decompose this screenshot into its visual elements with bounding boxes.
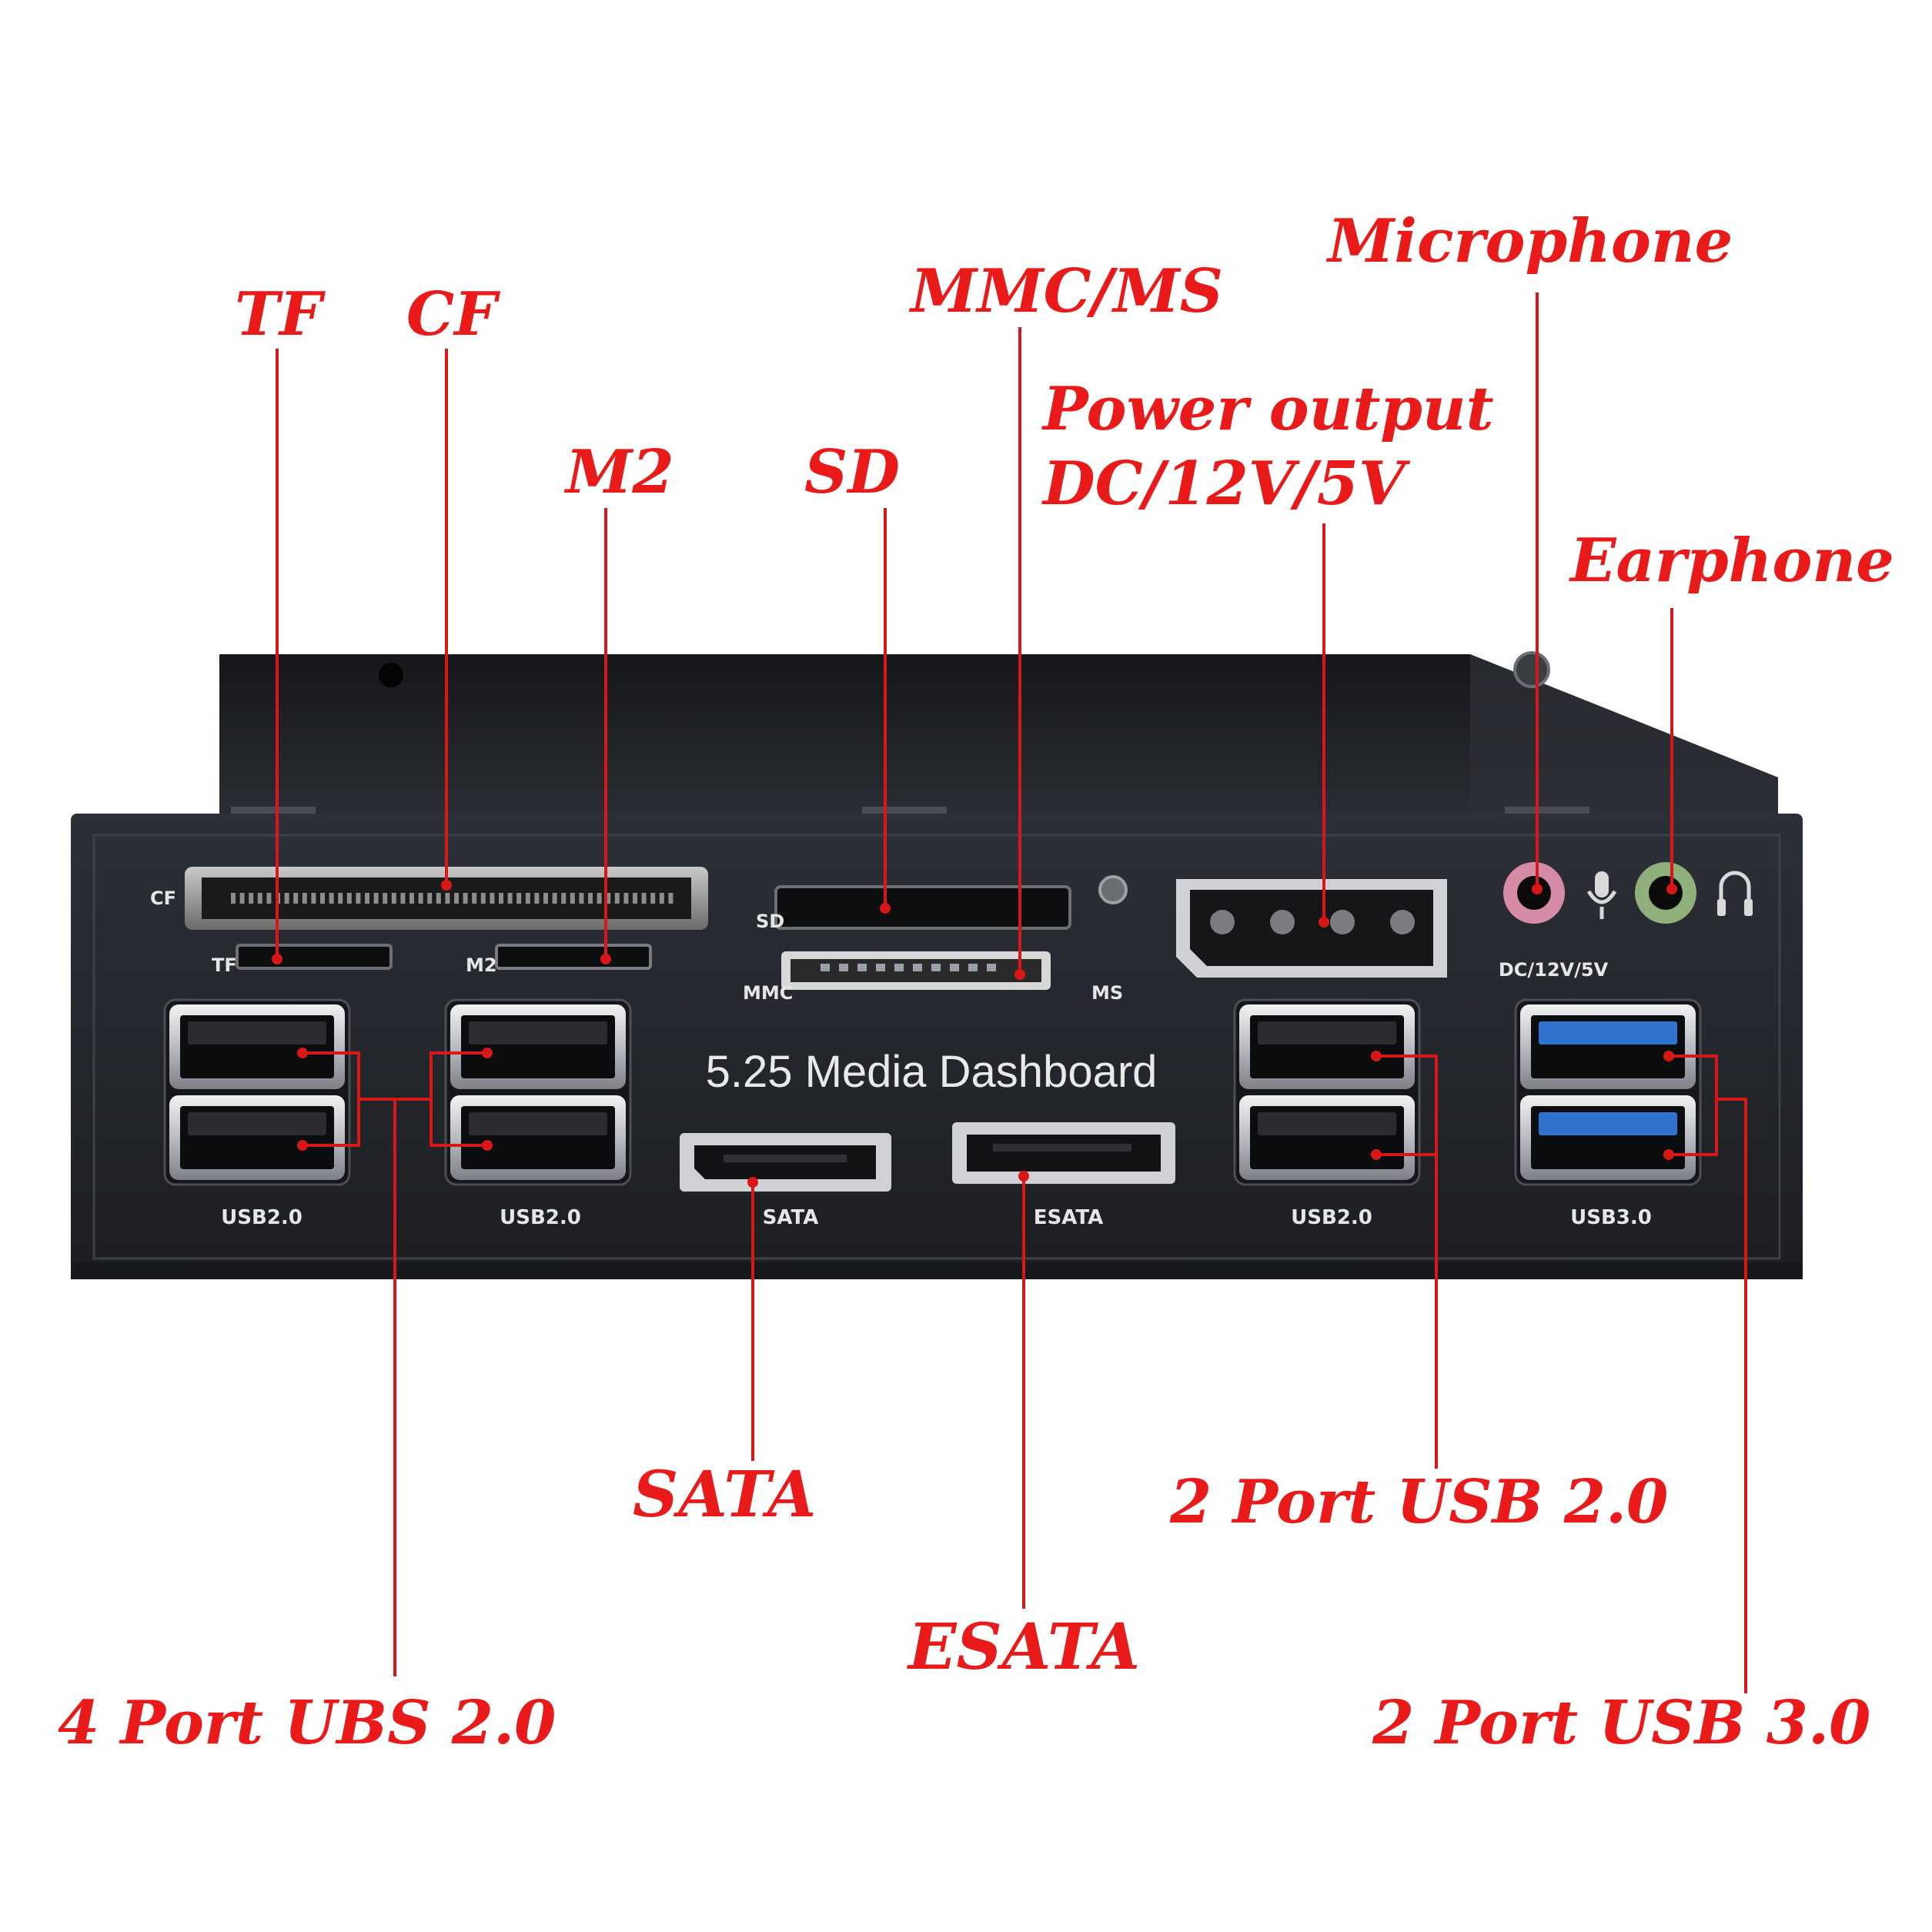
callout-m2: M2 <box>563 437 674 507</box>
panel-label-tf: TF <box>212 954 237 976</box>
callout-esata: ESATA <box>907 1610 1140 1684</box>
callout-usb20-2port: 2 Port USB 2.0 <box>1169 1467 1668 1537</box>
callout-cf: CF <box>406 279 500 349</box>
cf-slot[interactable] <box>185 867 708 930</box>
leader-lines <box>276 292 1747 1693</box>
callout-sd: SD <box>804 437 900 507</box>
usb-stack-a-port-2[interactable] <box>169 1095 345 1180</box>
leader-endpoints <box>272 880 1677 1188</box>
callout-power-line2: DC/12V/5V <box>1041 449 1411 519</box>
mount-hole <box>379 663 403 687</box>
sata-port[interactable] <box>680 1133 891 1192</box>
callout-usb20-4port: 4 Port UBS 2.0 <box>58 1688 556 1758</box>
usb-stack-b-port-1[interactable] <box>450 1004 626 1089</box>
panel-label-m2: M2 <box>466 954 497 976</box>
m2-slot[interactable] <box>495 944 652 970</box>
panel-label-usb-d: USB3.0 <box>1570 1206 1652 1229</box>
usb-stack-c-port-1[interactable] <box>1239 1004 1415 1089</box>
callout-usb30-2port: 2 Port USB 3.0 <box>1372 1688 1870 1758</box>
callout-power-line1: Power output <box>1041 374 1494 444</box>
callouts: TF CF M2 SD MMC/MS Power output DC/12V/5… <box>58 206 1894 1758</box>
panel-label-mmc: MMC <box>743 982 793 1004</box>
panel-label-cf: CF <box>150 887 176 909</box>
callout-earphone: Earphone <box>1569 526 1894 596</box>
panel-label-usb-a: USB2.0 <box>221 1206 303 1229</box>
panel-label-ms: MS <box>1091 982 1123 1004</box>
usb-stack-d-port-2[interactable] <box>1520 1095 1696 1180</box>
leader-usb30-2port <box>1716 1098 1747 1693</box>
earphone-jack[interactable] <box>1635 862 1696 924</box>
microphone-icon <box>1586 871 1617 919</box>
usb-stack-d <box>1514 998 1702 1186</box>
panel-label-sd: SD <box>756 911 784 932</box>
panel-label-power: DC/12V/5V <box>1499 959 1609 981</box>
usb-stack-a <box>163 998 351 1186</box>
panel-label-esata: ESATA <box>1034 1206 1103 1229</box>
esata-port[interactable] <box>952 1122 1175 1184</box>
callout-tf: TF <box>235 279 326 349</box>
tf-slot[interactable] <box>236 944 393 970</box>
usb-stack-c-port-2[interactable] <box>1239 1095 1415 1180</box>
sd-slot[interactable] <box>774 885 1071 930</box>
callout-microphone: Microphone <box>1325 206 1733 276</box>
screw-head <box>1513 651 1550 688</box>
usb-stack-b <box>444 998 632 1186</box>
usb-stack-c <box>1233 998 1421 1186</box>
chassis-top <box>219 651 1778 816</box>
usb-stack-b-port-2[interactable] <box>450 1095 626 1180</box>
panel-label-sata: SATA <box>763 1206 819 1229</box>
panel-text: CF TF M2 SD MMC MS DC/12V/5V 5.25 Media … <box>150 887 1652 1229</box>
mmc-ms-slot[interactable] <box>781 951 1051 990</box>
callout-mmc-ms: MMC/MS <box>908 256 1223 326</box>
activity-led <box>1098 875 1128 904</box>
callout-sata: SATA <box>633 1458 817 1532</box>
usb-stack-a-port-1[interactable] <box>169 1004 345 1089</box>
usb-stack-d-port-1[interactable] <box>1520 1004 1696 1089</box>
panel-label-usb-c: USB2.0 <box>1291 1206 1372 1229</box>
power-connector[interactable] <box>1176 879 1447 978</box>
headphone-icon <box>1717 871 1753 916</box>
leader-usb-d-bracket <box>1669 1055 1718 1156</box>
panel-title: 5.25 Media Dashboard <box>706 1047 1158 1097</box>
panel-label-usb-b: USB2.0 <box>500 1206 581 1229</box>
